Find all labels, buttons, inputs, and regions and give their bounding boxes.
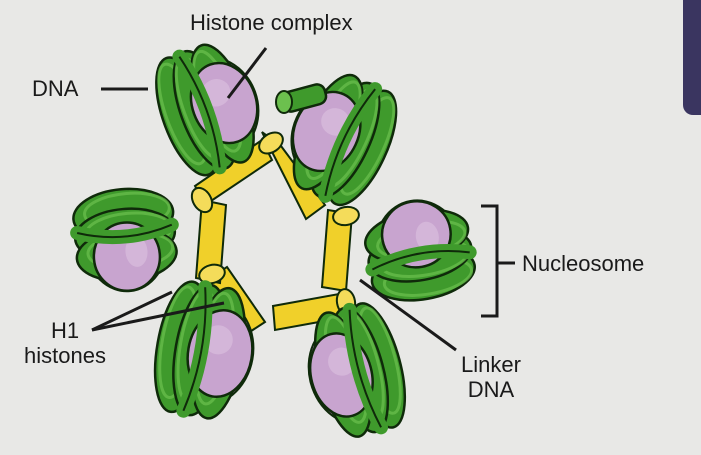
label-linker-line2: DNA — [448, 377, 534, 402]
nucleosome — [71, 185, 180, 296]
linker-cap — [332, 205, 361, 227]
nucleosome — [359, 192, 479, 308]
label-h1-line1: H1 — [10, 318, 120, 343]
label-h1-line2: histones — [10, 343, 120, 368]
label-dna: DNA — [32, 76, 78, 101]
label-linker-dna: Linker DNA — [448, 352, 534, 403]
label-nucleosome: Nucleosome — [522, 251, 644, 276]
label-histone-complex: Histone complex — [190, 10, 353, 35]
nucleosome-group — [71, 34, 479, 445]
nucleosome-bracket — [481, 206, 497, 316]
label-linker-line1: Linker — [448, 352, 534, 377]
label-h1-histones: H1 histones — [10, 318, 120, 369]
dna-free-end-cap — [276, 91, 292, 113]
